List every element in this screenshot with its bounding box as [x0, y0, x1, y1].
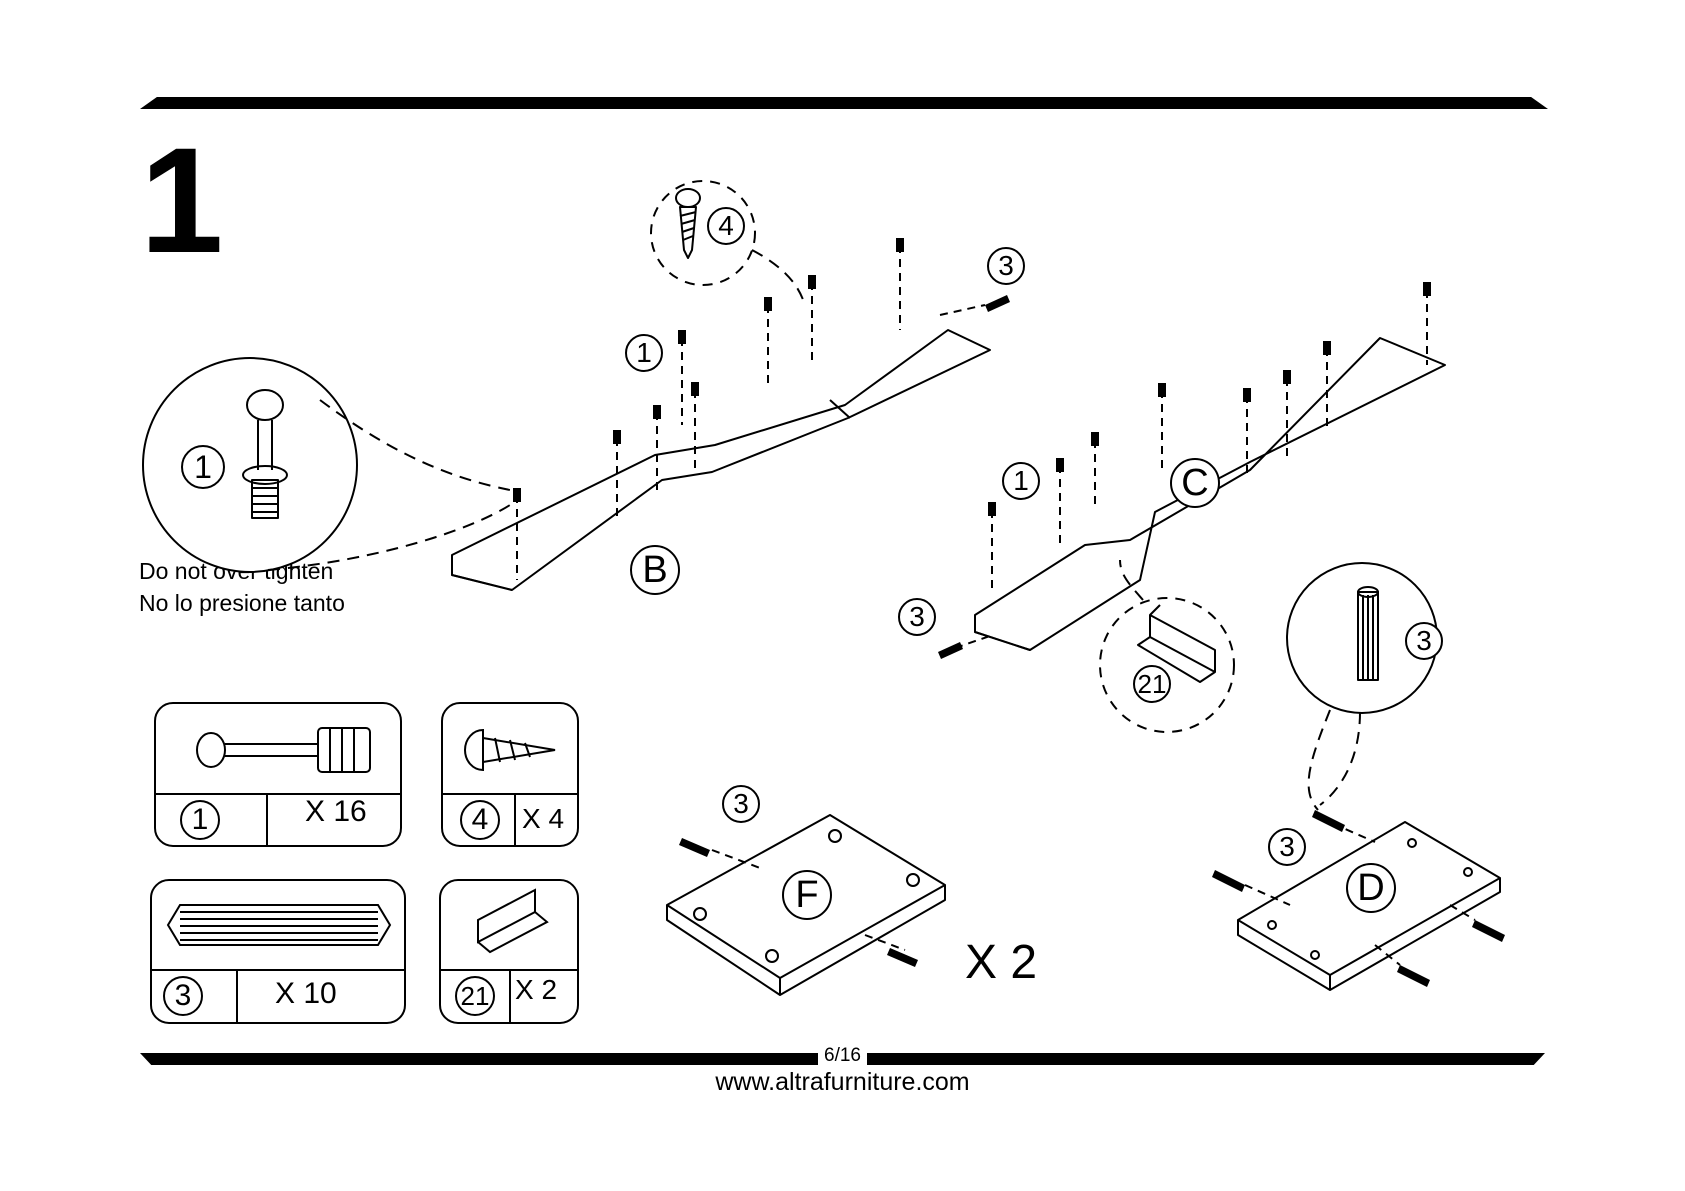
legend-qty-21: X 2 [515, 974, 557, 1006]
panel-label-c: C [1170, 458, 1220, 508]
panel-b-shape [452, 330, 990, 590]
callout-part-3-c: 3 [898, 598, 936, 636]
legend-part-3: 3 [163, 976, 203, 1016]
legend-part-1: 1 [180, 800, 220, 840]
callout-part-1-detail: 1 [181, 445, 225, 489]
callout-part-4: 4 [707, 207, 745, 245]
legend-qty-1: X 16 [305, 795, 367, 829]
panel-label-d: D [1346, 863, 1396, 913]
callout-part-3-f: 3 [722, 785, 760, 823]
callout-part-3-dowel: 3 [1405, 622, 1443, 660]
panel-label-f: F [782, 870, 832, 920]
callout-part-1-c: 1 [1002, 462, 1040, 500]
legend-part-4: 4 [460, 800, 500, 840]
callout-part-1-b: 1 [625, 334, 663, 372]
screw-detail [676, 189, 700, 258]
callout-part-21: 21 [1133, 665, 1171, 703]
callout-part-3-d: 3 [1268, 828, 1306, 866]
legend-part-21: 21 [455, 976, 495, 1016]
multiplier-x2: X 2 [965, 935, 1037, 990]
footer-url: www.altrafurniture.com [0, 1068, 1685, 1097]
page-number-text: 6/16 [818, 1045, 867, 1066]
callout-part-3-b: 3 [987, 247, 1025, 285]
legend-qty-4: X 4 [522, 803, 564, 835]
legend-qty-3: X 10 [275, 977, 337, 1011]
panel-label-b: B [630, 545, 680, 595]
page-number: 6/16 [0, 1045, 1685, 1067]
